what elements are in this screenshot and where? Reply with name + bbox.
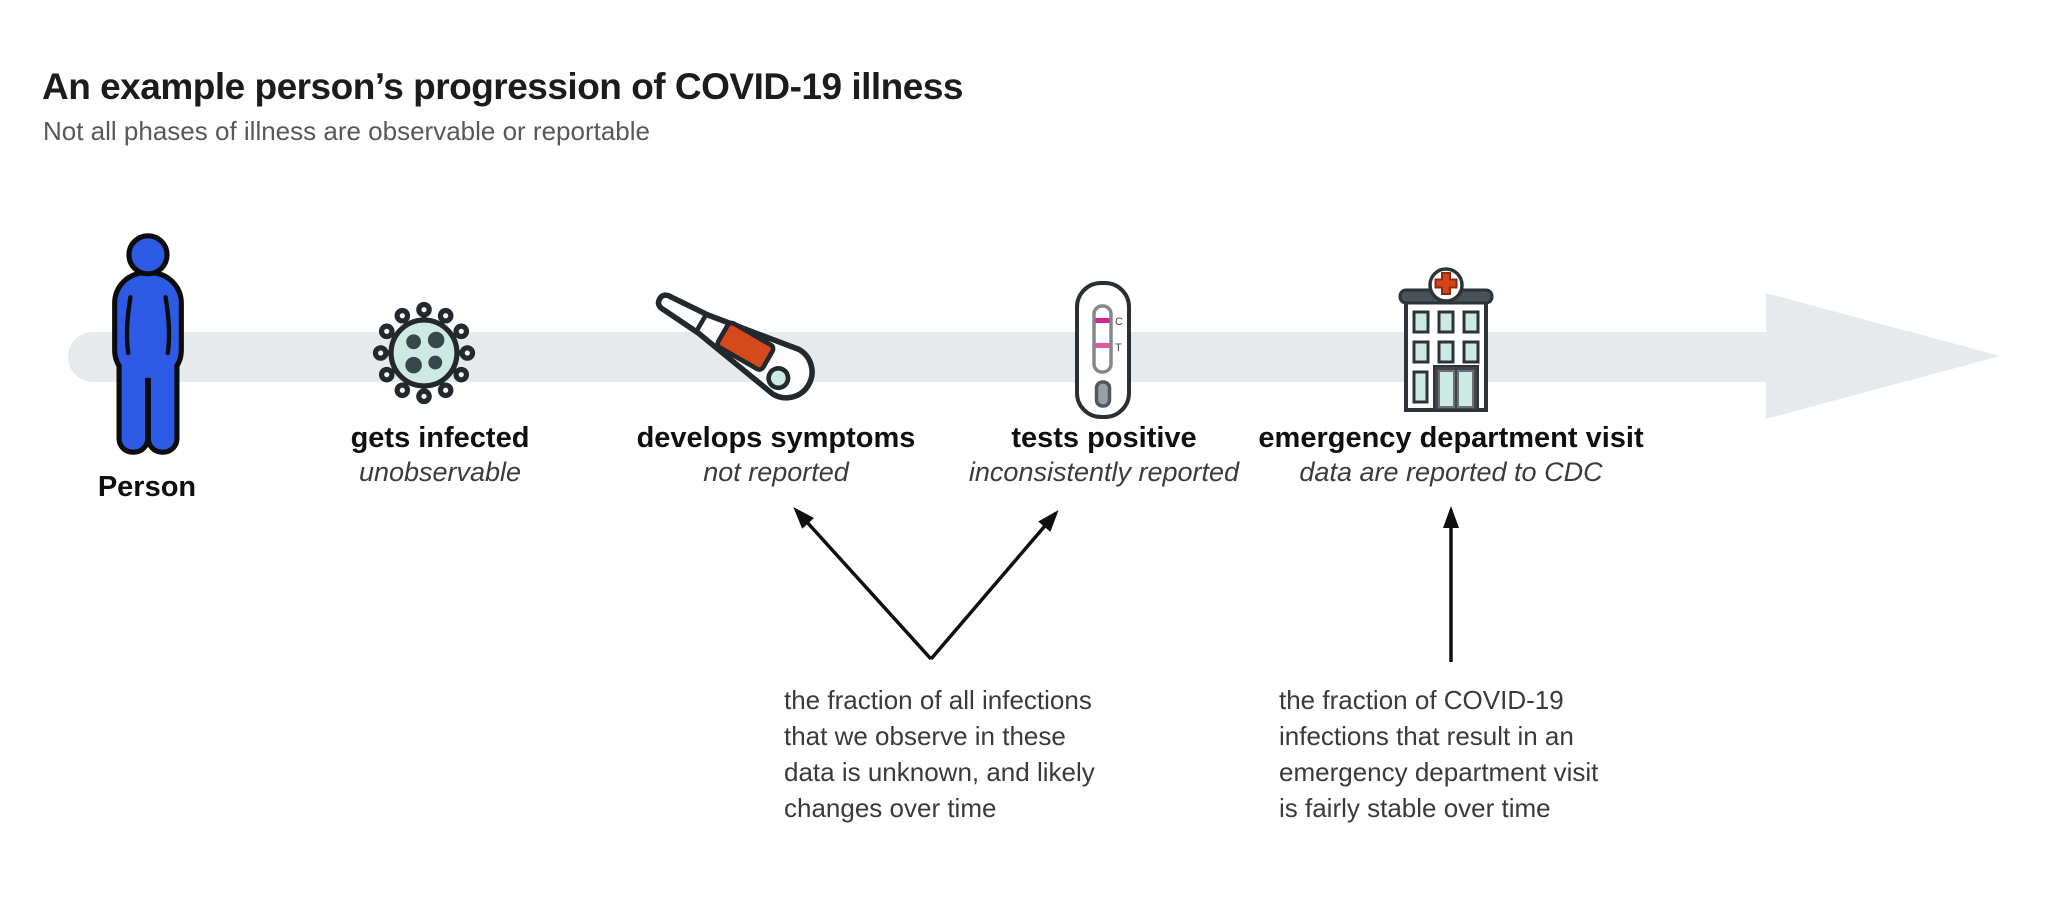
covid-test-icon: C T [1075, 281, 1131, 419]
stage-label-emergency-department-visit: emergency department visit data are repo… [1258, 421, 1643, 489]
stage-label-gets-infected: gets infected unobservable [351, 421, 530, 489]
red-cross-icon [1434, 272, 1458, 295]
stage-label-develops-symptoms: develops symptoms not reported [637, 421, 916, 489]
test-c-label: C [1115, 316, 1123, 328]
test-t-label: T [1115, 342, 1122, 354]
stage-label: emergency department visit [1258, 422, 1644, 454]
person-icon [112, 233, 184, 455]
stage-label: Person [97, 471, 197, 503]
stage-label: tests positive [1011, 422, 1197, 454]
stage-sublabel: unobservable [358, 457, 522, 487]
stage-label: develops symptoms [636, 422, 916, 454]
stage-sublabel: inconsistently reported [968, 457, 1240, 487]
virus-icon [372, 301, 476, 405]
annotation-arrow-to-symptoms [793, 507, 933, 661]
hospital-icon [1398, 267, 1494, 412]
stage-label: gets infected [350, 422, 530, 454]
page-subtitle: Not all phases of illness are observable… [43, 116, 651, 146]
thermometer-icon [655, 292, 815, 401]
timeline-bar [68, 332, 1766, 382]
annotation-arrow-to-tests [929, 509, 1059, 661]
annotation-ed-fraction: the fraction of COVID-19 infections that… [1279, 685, 1599, 823]
page-title: An example person’s progression of COVID… [42, 66, 964, 107]
stage-sublabel: data are reported to CDC [1299, 457, 1603, 487]
timeline-arrowhead-icon [1766, 293, 2000, 419]
stage-label-person: Person [98, 470, 196, 504]
annotation-observed-fraction: the fraction of all infections that we o… [784, 685, 1095, 823]
stage-sublabel: not reported [703, 457, 849, 487]
stage-label-tests-positive: tests positive inconsistently reported [969, 421, 1239, 489]
